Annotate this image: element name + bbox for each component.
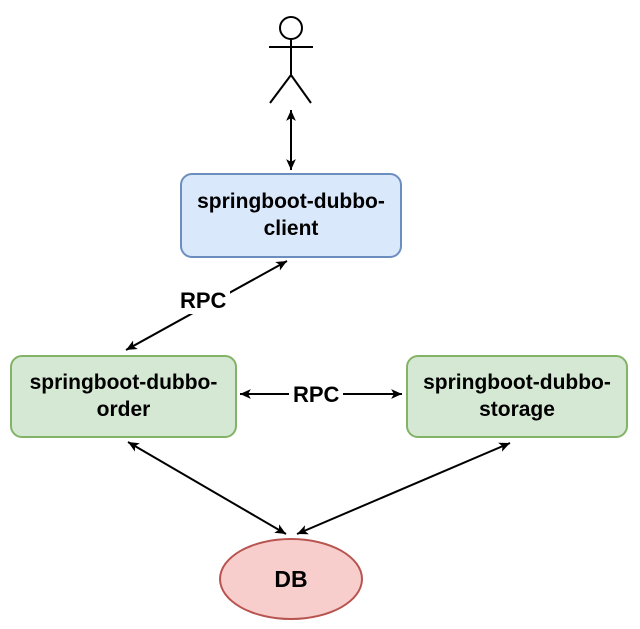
- node-storage-label-line1: springboot-dubbo-: [423, 371, 611, 395]
- edge-storage-db: [296, 442, 511, 535]
- node-client-label-line2: client: [263, 216, 319, 240]
- node-storage-label-line2: storage: [479, 397, 555, 421]
- node-springboot-dubbo-order: springboot-dubbo- order: [10, 355, 237, 438]
- node-springboot-dubbo-storage: springboot-dubbo- storage: [406, 355, 628, 438]
- actor-left-leg: [269, 74, 292, 104]
- node-db: DB: [219, 538, 363, 620]
- node-client-label-line1: springboot-dubbo-: [197, 190, 385, 214]
- node-db-label: DB: [274, 565, 308, 592]
- actor-right-leg: [290, 74, 312, 104]
- node-order-label-line1: springboot-dubbo-: [29, 371, 218, 395]
- node-order-label-line2: order: [96, 397, 151, 421]
- edge-order-db: [127, 441, 287, 535]
- node-springboot-dubbo-client: springboot-dubbo- client: [180, 173, 402, 258]
- actor-head: [279, 16, 303, 40]
- edge-label-rpc-order-storage: RPC: [289, 382, 344, 408]
- edge-label-rpc-client-order: RPC: [176, 288, 231, 314]
- person-stick-figure-icon: [269, 16, 313, 104]
